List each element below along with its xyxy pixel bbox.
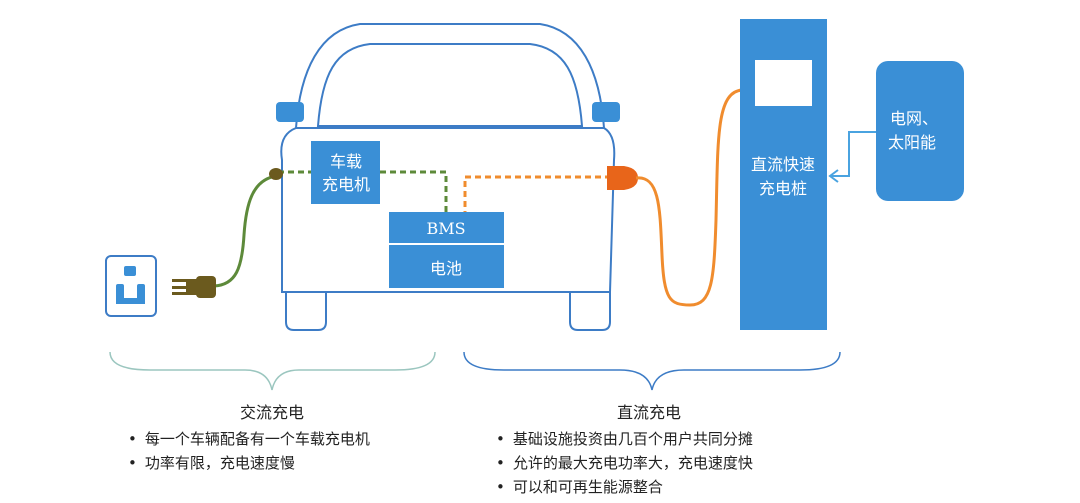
car-wheel-right [569, 292, 611, 331]
dc-plug [607, 166, 638, 190]
car-roof [295, 23, 605, 129]
ac-internal-wiring [278, 170, 448, 212]
grid-solar-label-line2: 太阳能 [888, 133, 936, 152]
onboard-charger-label-line2: 充电机 [322, 175, 370, 194]
car-windshield [316, 43, 584, 127]
grid-solar-box [876, 61, 964, 201]
dc-cable [635, 88, 743, 307]
ac-cable [213, 174, 277, 288]
dc-bullet: 基础设施投资由几百个用户共同分摊 [496, 427, 753, 451]
dc-internal-wiring [463, 175, 611, 212]
dc-charging-title: 直流充电 [617, 403, 682, 422]
car [280, 23, 616, 331]
dc-bullet: 允许的最大充电功率大，充电速度快 [496, 451, 753, 475]
mirror-right [592, 102, 620, 122]
ac-charging-title: 交流充电 [240, 403, 305, 422]
bms-box [389, 212, 504, 243]
bms-label: BMS [426, 219, 465, 238]
ac-inlet [269, 168, 283, 180]
dc-station-screen [755, 60, 812, 106]
mirror-left [276, 102, 304, 122]
ac-charging-bullets: 每一个车辆配备有一个车载充电机 功率有限，充电速度慢 [128, 427, 370, 475]
battery-box [389, 245, 504, 288]
ac-brace [109, 351, 436, 391]
onboard-charger-label-line1: 车载 [330, 152, 362, 171]
onboard-charger-box [311, 141, 380, 204]
dc-brace [463, 351, 841, 391]
dc-charging-bullets: 基础设施投资由几百个用户共同分摊 允许的最大充电功率大，充电速度快 可以和可再生… [496, 427, 753, 499]
dc-station-label-line2: 充电桩 [759, 179, 807, 198]
ac-bullet: 每一个车辆配备有一个车载充电机 [128, 427, 370, 451]
ac-bullet: 功率有限，充电速度慢 [128, 451, 370, 475]
car-wheel-left [285, 292, 327, 331]
dc-bullet: 可以和可再生能源整合 [496, 475, 753, 499]
grid-solar-label-line1: 电网、 [890, 109, 938, 128]
wall-socket-icon [105, 255, 157, 317]
dc-station-label-line1: 直流快速 [751, 155, 815, 174]
ac-plug [172, 276, 216, 298]
battery-label: 电池 [430, 259, 462, 278]
grid-to-station-arrow [828, 131, 876, 183]
